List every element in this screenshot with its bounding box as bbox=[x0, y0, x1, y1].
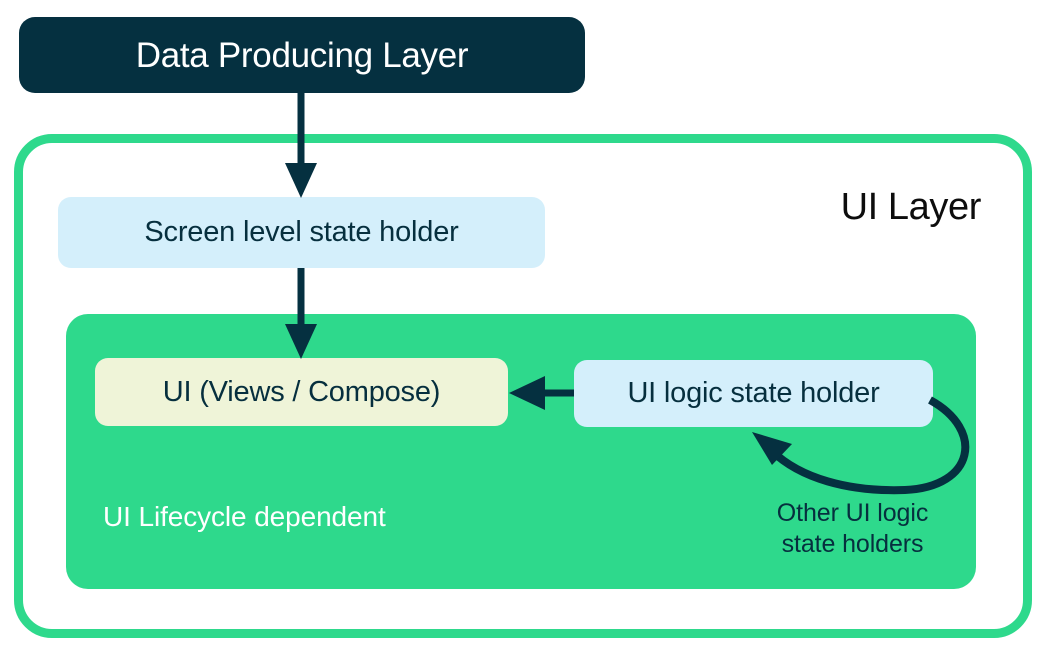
ui-logic-state-holder-label: UI logic state holder bbox=[627, 377, 880, 409]
screen-level-state-holder-label: Screen level state holder bbox=[144, 216, 459, 248]
ui-lifecycle-dependent-label: UI Lifecycle dependent bbox=[103, 501, 386, 532]
ui-layer-title: UI Layer bbox=[840, 186, 982, 228]
ui-views-compose-label: UI (Views / Compose) bbox=[162, 375, 441, 408]
ui-views-compose-box: UI (Views / Compose) bbox=[95, 358, 508, 426]
data-producing-layer-label: Data Producing Layer bbox=[135, 35, 469, 75]
other-ui-logic-state-holders-line1: Other UI logic bbox=[776, 499, 929, 527]
ui-logic-state-holder-box: UI logic state holder bbox=[574, 360, 933, 427]
other-ui-logic-state-holders-caption: Other UI logic state holders bbox=[745, 498, 960, 560]
ui-layer-container bbox=[14, 134, 1032, 638]
other-ui-logic-state-holders-line2: state holders bbox=[781, 530, 924, 558]
screen-level-state-holder-box: Screen level state holder bbox=[58, 197, 545, 268]
data-producing-layer-box: Data Producing Layer bbox=[19, 17, 585, 93]
